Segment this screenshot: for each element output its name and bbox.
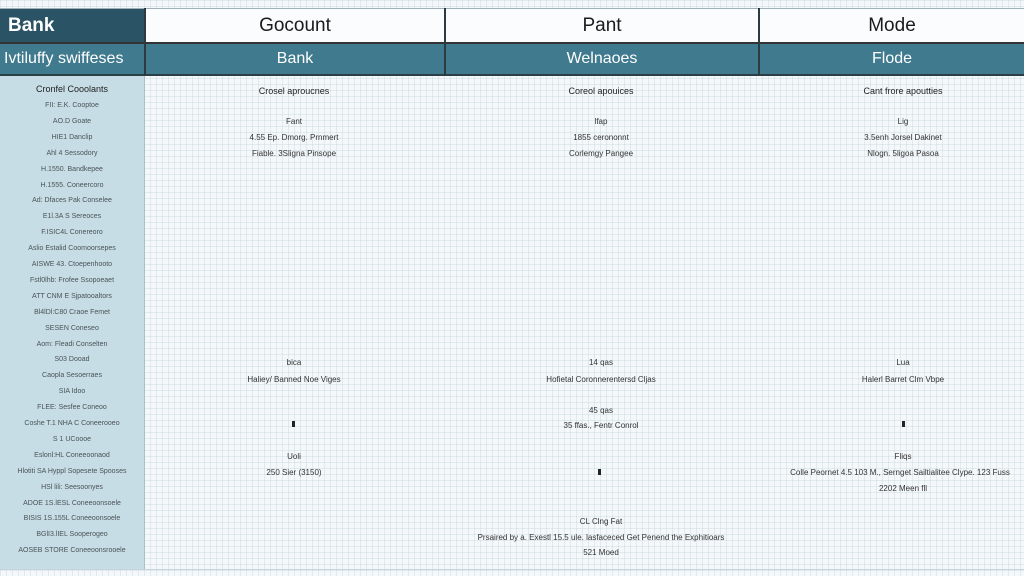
col1-line: Fant [285,117,303,126]
sidebar-item[interactable]: Hlotiti SA Hyppl Sopesete Spooses [17,467,127,475]
col1-line: Uoli [287,452,301,461]
subheader-col-2[interactable]: Bank [146,44,444,76]
sidebar-item[interactable]: SESEN Coneseo [45,324,99,332]
col3-line: 3.5enh Jorsel Dakinet [864,133,942,142]
sidebar-item[interactable]: E1l.3A S Sereoces [42,213,102,221]
sidebar-item[interactable]: Coshe T.1 NHA C Coneerooeo [24,420,120,427]
sidebar-item[interactable]: S 1 UCoooe [52,435,92,443]
col1-line: 4.55 Ep. Dmorg. Prnmert [249,133,339,142]
col2-line: 45 qas [588,406,614,415]
col3-line: Lig [897,117,909,126]
sidebar-title: Cronfel Cooolants [35,84,109,94]
sidebar-item[interactable]: ATT CNM E Sjpatooaltors [32,292,112,300]
sidebar [0,76,145,570]
col2-line: Hofietal Coronnerentersd Cljas [546,375,656,384]
sidebar-item[interactable]: F.ISIC4L Conereoro [41,229,103,237]
sidebar-item[interactable]: AOSEB STORE Coneeoonsrooele [18,547,126,555]
sidebar-item[interactable]: FII: E.K. Cooptoe [45,102,99,109]
col3-line: Nlogn. 5ligoa Pasoa [867,149,939,158]
bullet-marker [292,421,295,427]
bullet-marker [598,469,601,475]
sidebar-item[interactable]: ADOE 1S.lESL Coneeoonsoele [23,499,121,507]
sidebar-item[interactable]: Eslonl:HL Coneeoonaod [34,451,110,459]
header-col-gocount[interactable]: Gocount [146,8,444,44]
col3-heading: Cant frore apoutties [863,86,943,96]
header-col-pant[interactable]: Pant [446,8,758,44]
sidebar-item[interactable]: AISWE 43. Ctoepenhooto [31,261,113,268]
col2-line: 521 Moed [583,548,619,557]
sidebar-item[interactable]: H.1550. Bandkepee [41,165,103,173]
sidebar-item[interactable]: AO.D Goate [52,117,92,125]
col2-heading: Coreol apouices [568,86,634,96]
column-divider [758,8,760,76]
col1-line: Haliey/ Banned Noe Viges [247,375,341,384]
header-col-mode[interactable]: Mode [760,8,1024,44]
col3-line: Fliqs [894,452,912,461]
col2-line: 14 qas [588,358,614,367]
bottom-border [0,569,1024,570]
col2-line: 35 ffas., Fentr Conrol [563,421,639,430]
col3-line: 2202 Meen fll [878,484,928,493]
sidebar-item[interactable]: BISIS 1S.155L Coneeoonsoele [23,515,121,523]
sidebar-item[interactable]: Aslio Estalid Coomoorsepes [28,245,116,253]
column-divider [444,8,446,76]
subheader-col-1[interactable]: Ivtiluffy swiffeses [0,44,144,76]
sidebar-item[interactable]: Bl4lDl:C80 Craoe Femet [34,308,110,316]
subheader-col-4[interactable]: Flode [760,44,1024,76]
sidebar-item[interactable]: S03 Dooad [54,356,90,364]
col3-line: Colle Peornet 4.5 103 M., Sernget Sailti… [790,468,1010,477]
sidebar-item[interactable]: Ad: Dfaces Pak Conselee [32,197,112,205]
subheader-col-3[interactable]: Welnaoes [446,44,758,76]
column-divider [144,8,146,76]
col1-heading: Crosel aproucnes [258,86,330,96]
col3-line: Halerl Barret Clm Vbpe [861,375,945,384]
col1-line: 250 Sier (3150) [266,468,322,477]
bullet-marker [902,421,905,427]
sidebar-item[interactable]: Aom: Fleadi Conselten [36,340,108,348]
header-col-bank[interactable]: Bank [0,8,144,44]
sidebar-item[interactable]: H.1555. Coneercoro [40,181,104,189]
col1-line: Fiable. 3Sligna Pinsope [251,149,337,158]
sidebar-item[interactable]: Fstl0lhb: Frofee Ssopoeaet [29,276,115,284]
col2-line: lfap [594,117,608,126]
sidebar-item[interactable]: FLEE: Sesfee Coneoo [37,404,107,412]
sidebar-item[interactable]: HSl lili: Seesoonyes [41,483,103,491]
col2-line: CL Clng Fat [579,517,623,526]
col2-line: Prsaired by a. Exestl 15.5 ule. lasfacec… [477,533,725,542]
sidebar-item[interactable]: Ahl 4 Sessodory [46,149,98,157]
col3-line: Lua [896,358,910,367]
sidebar-item[interactable]: Caopla Sesoerraes [42,372,102,380]
col2-line: Corlemgy Pangee [568,149,634,158]
sidebar-item[interactable]: BGlI3.lIEL Sooperogeo [36,531,108,539]
sidebar-item[interactable]: SIA Idoo [58,388,86,396]
col2-line: 1855 cerononnt [573,133,629,142]
sidebar-item[interactable]: HIE1 Danclip [51,133,93,141]
col1-line: bica [286,358,302,367]
